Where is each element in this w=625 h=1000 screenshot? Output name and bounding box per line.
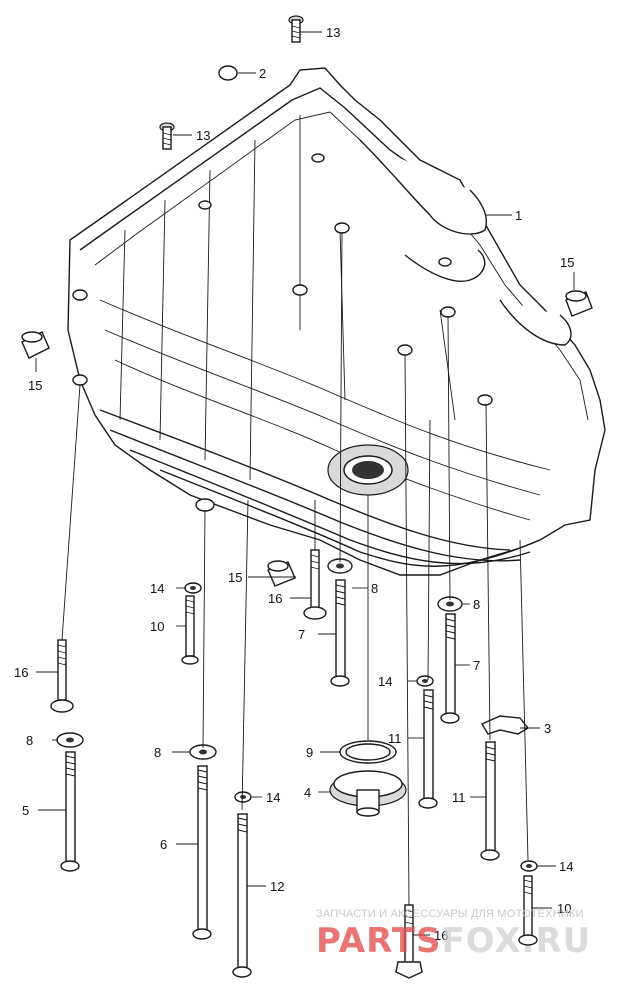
- washer-14c: [234, 791, 252, 803]
- watermark-tagline: ЗАПЧАСТИ И АКСЕССУАРЫ ДЛЯ МОТОТЕХНИКИ: [316, 908, 584, 920]
- callout-1: 1: [515, 208, 522, 223]
- dowel-15-center: [267, 560, 296, 587]
- callout-9: 9: [306, 745, 313, 760]
- leader-lines: [35, 31, 575, 936]
- callout-8d: 8: [154, 745, 161, 760]
- bolt-11-right: [480, 741, 500, 861]
- drain-cap-4: [329, 770, 407, 817]
- clip-3: [480, 715, 530, 735]
- bolt-10-top: [181, 595, 199, 665]
- washer-14b: [416, 675, 434, 687]
- callout-15b: 15: [28, 378, 42, 393]
- bolt-7-left: [330, 579, 350, 687]
- callout-11a: 11: [388, 731, 402, 746]
- washer-14a: [184, 582, 202, 594]
- callout-4: 4: [304, 785, 311, 800]
- callout-3: 3: [544, 721, 551, 736]
- callouts: 13 2 13 1 15 15 15 14 16 8 10 8 7 16 7 1…: [14, 25, 574, 943]
- washer-14d: [520, 860, 538, 872]
- oring-9: [339, 740, 397, 764]
- callout-10a: 10: [150, 619, 164, 634]
- callout-6: 6: [160, 837, 167, 852]
- callout-13b: 13: [196, 128, 210, 143]
- watermark-logo: PARTSFOX.RU: [316, 921, 591, 961]
- callout-7a: 7: [298, 627, 305, 642]
- callout-14b: 14: [378, 674, 392, 689]
- bolt-5: [60, 751, 80, 872]
- callout-14c: 14: [559, 859, 573, 874]
- callout-14a: 14: [150, 581, 164, 596]
- bolt-11-left: [418, 689, 438, 809]
- bolt-7-right: [440, 613, 460, 724]
- callout-16a: 16: [268, 591, 282, 606]
- washer-8a: [327, 558, 353, 574]
- plug-2: [218, 65, 238, 81]
- screw-13-mid: [159, 122, 175, 150]
- callout-10b: 10: [557, 901, 571, 916]
- callout-15a: 15: [560, 255, 574, 270]
- dowel-15-left: [21, 331, 50, 359]
- callout-13a: 13: [326, 25, 340, 40]
- watermark: ЗАПЧАСТИ И АКСЕССУАРЫ ДЛЯ МОТОТЕХНИКИ PA…: [316, 908, 591, 961]
- callout-15c: 15: [228, 570, 242, 585]
- screw-13-top: [288, 15, 304, 43]
- bolt-6: [192, 765, 212, 940]
- bolt-16-mid: [303, 549, 327, 620]
- bolt-12: [232, 813, 252, 978]
- bolt-10-bottom: [518, 875, 538, 946]
- callout-8c: 8: [26, 733, 33, 748]
- callout-16b: 16: [14, 665, 28, 680]
- watermark-logo-right: FOX.RU: [441, 921, 591, 961]
- callout-2: 2: [259, 66, 266, 81]
- dowel-15-right: [565, 290, 593, 317]
- callout-16c: 16: [434, 928, 448, 943]
- oil-pan: [67, 67, 606, 576]
- callout-8a: 8: [371, 581, 378, 596]
- callout-8b: 8: [473, 597, 480, 612]
- callout-7b: 7: [473, 658, 480, 673]
- callout-11b: 11: [452, 790, 466, 805]
- callout-14d: 14: [266, 790, 280, 805]
- callout-12: 12: [270, 879, 284, 894]
- washer-8c: [56, 732, 84, 748]
- callout-5: 5: [22, 803, 29, 818]
- watermark-logo-left: PARTS: [316, 921, 441, 961]
- bolt-16-left: [50, 639, 74, 713]
